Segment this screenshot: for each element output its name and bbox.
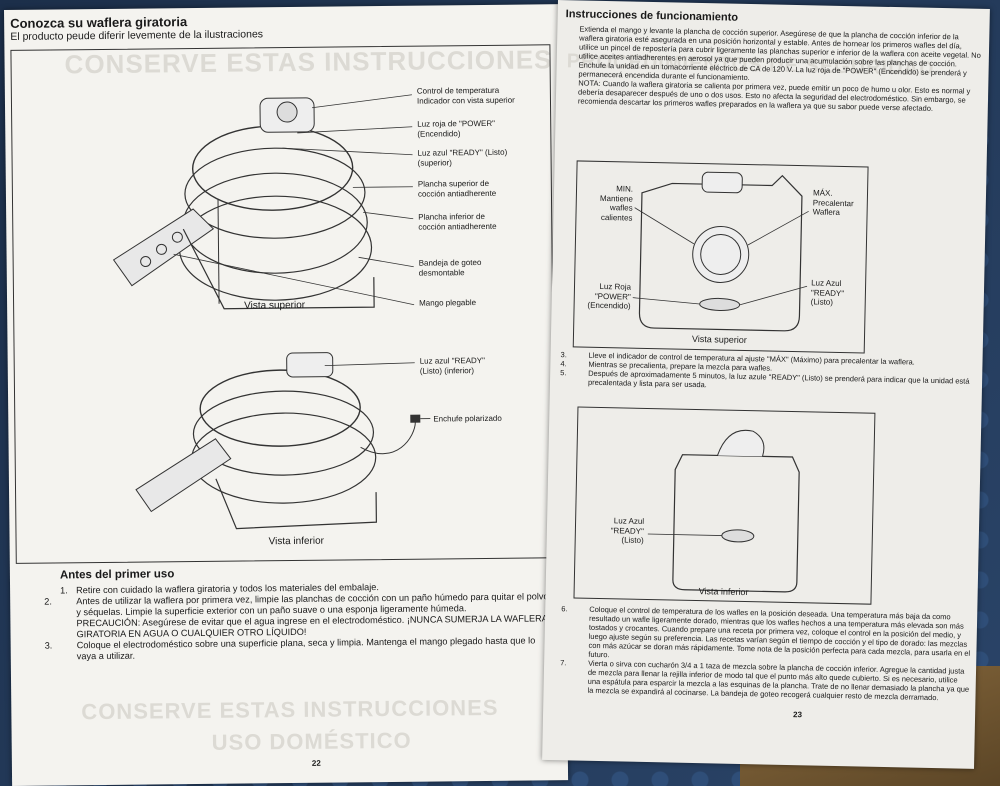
- control-panel-illustration: [574, 161, 868, 352]
- label-ready-light-top: Luz azul "READY" (Listo)(superior): [417, 147, 508, 168]
- caption-top-view: Vista superior: [244, 299, 306, 312]
- bottom-panel-illustration: [574, 408, 874, 604]
- left-page: CONSERVE ESTAS INSTRUCCIONES Conozca su …: [4, 4, 569, 786]
- waffle-maker-illustration: [11, 45, 554, 563]
- show-through-text: CONSERVE ESTAS INSTRUCCIONES: [81, 694, 499, 725]
- caption-bottom-view: Vista inferior: [268, 535, 325, 548]
- label-ready-light-bottom: Luz azul "READY"(Listo) (inferior): [419, 355, 486, 376]
- label-power-light: Luz roja de "POWER"(Encendido): [417, 118, 495, 139]
- section-title: Antes del primer uso: [59, 568, 175, 582]
- caption-top-view: Vista superior: [691, 333, 747, 346]
- list-item: 3.Coloque el electrodoméstico sobre una …: [44, 635, 536, 662]
- top-view-figure: MIN. Mantiene wafles calientes MÁX. Prec…: [572, 160, 869, 354]
- bottom-view-figure: Luz Azul "READY" (Listo) Vista inferior: [573, 406, 876, 605]
- page-title: Instrucciones de funcionamiento: [565, 8, 739, 24]
- page-number: 23: [792, 710, 803, 720]
- label-power-light: Luz Roja "POWER" (Encendido): [587, 281, 632, 311]
- right-page: PROCEDIMIENTOS DE SEGURIDAD Instruccione…: [542, 0, 990, 769]
- label-folding-handle: Mango plegable: [419, 298, 477, 308]
- label-ready-light: Luz Azul "READY" (Listo): [810, 278, 845, 307]
- instructions-list-mid: 3.Lleve el indicador de control de tempe…: [560, 350, 975, 394]
- list-item: 6.Coloque el control de temperatura de l…: [561, 604, 971, 660]
- list-item: 7.Vierta o sirva con cucharón 3/4 a 1 ta…: [560, 658, 970, 703]
- label-ready-light: Luz Azul "READY" (Listo): [610, 516, 645, 545]
- label-max: MÁX. Precalentar Waflera: [812, 188, 854, 217]
- instructions-list-bottom: 6.Coloque el control de temperatura de l…: [560, 604, 973, 703]
- page-subtitle: El producto peude diferir levemente de l…: [10, 28, 264, 43]
- page-number: 22: [311, 758, 321, 768]
- label-min: MIN. Mantiene wafles calientes: [599, 184, 634, 223]
- label-polarized-plug: Enchufe polarizado: [433, 413, 502, 424]
- first-use-list: 1.Retire con cuidado la waflera giratori…: [44, 580, 551, 662]
- caption-bottom-view: Vista inferior: [698, 586, 749, 598]
- show-through-text: USO DOMÉSTICO: [211, 727, 412, 755]
- instructions-list-top: 1.Extienda el mango y levante la plancha…: [551, 24, 982, 114]
